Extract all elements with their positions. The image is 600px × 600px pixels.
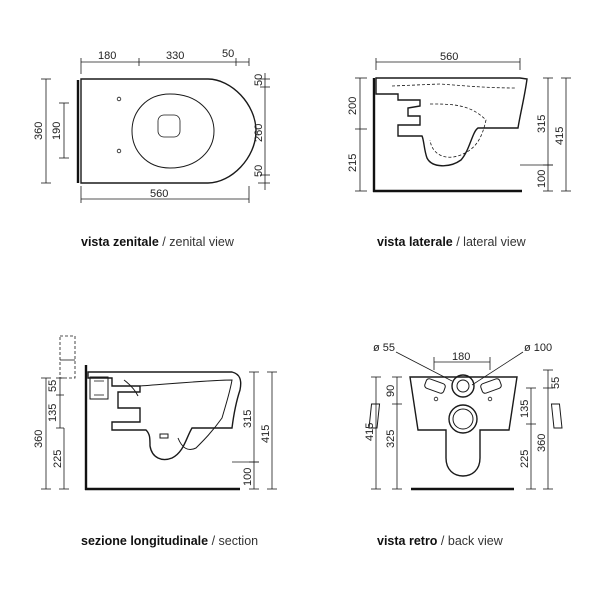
- bowl-outline: [80, 78, 257, 184]
- flush-slot: [157, 114, 181, 138]
- dim-180: 180: [452, 351, 470, 363]
- dim-90: 90: [385, 385, 397, 397]
- dim-135: 135: [47, 404, 59, 422]
- water-seal: [159, 433, 169, 439]
- fixing-slot-right: [480, 378, 502, 394]
- dim-135: 135: [519, 400, 531, 418]
- bowl-interior: [139, 379, 233, 451]
- dim-d55: ø 55: [373, 342, 395, 354]
- dim-225: 225: [52, 450, 64, 468]
- lateral-view: 560 200 215 315 415 100 vista laterale /…: [347, 51, 571, 249]
- caption-top: vista zenitale / zenital view: [81, 235, 235, 249]
- trap-hidden-line: [391, 83, 517, 158]
- dim-260: 260: [253, 124, 265, 142]
- side-flank-right: [550, 403, 563, 429]
- dim-225: 225: [519, 450, 531, 468]
- dim-50-lower: 50: [253, 165, 265, 177]
- bowl-silhouette: [375, 77, 528, 167]
- dim-560: 560: [440, 51, 458, 63]
- inlet-fitting: [89, 376, 109, 400]
- section-view: 55 135 360 225 315 415 100 sezione longi…: [33, 335, 277, 548]
- outlet-ring-inner: [452, 408, 474, 430]
- dim-360: 360: [536, 434, 548, 452]
- dim-415: 415: [554, 127, 566, 145]
- dim-215: 215: [347, 154, 359, 172]
- caption-lateral: vista laterale / lateral view: [377, 235, 527, 249]
- dim-190: 190: [51, 122, 63, 140]
- dim-315: 315: [536, 115, 548, 133]
- inlet-ring-outer: [451, 374, 475, 398]
- caption-section: sezione longitudinale / section: [81, 534, 258, 548]
- dim-560: 560: [150, 188, 168, 200]
- dim-330: 330: [166, 50, 184, 62]
- back-view: ø 55 ø 100 180 90 415 325 55 135 225: [364, 342, 563, 548]
- back-plate: [409, 376, 518, 477]
- dim-100: 100: [242, 468, 254, 486]
- dim-d100: ø 100: [524, 342, 552, 354]
- dim-100: 100: [536, 170, 548, 188]
- dim-55: 55: [47, 380, 59, 392]
- fixing-slot-left: [424, 378, 446, 394]
- dim-325: 325: [385, 430, 397, 448]
- dim-360: 360: [33, 122, 45, 140]
- dim-315: 315: [242, 410, 254, 428]
- inlet-pipe: [59, 335, 76, 379]
- top-view: 180 330 50 560 360 190 50 260 50 vista z…: [33, 48, 270, 249]
- dim-50: 50: [222, 48, 234, 60]
- fixing-hole: [116, 148, 122, 154]
- outlet-ring-outer: [448, 404, 478, 434]
- inlet-ring-inner: [456, 379, 470, 393]
- dim-415: 415: [260, 425, 272, 443]
- dim-180: 180: [98, 50, 116, 62]
- dim-50-upper: 50: [253, 74, 265, 86]
- seat-opening: [131, 93, 215, 169]
- side-flank-left: [368, 403, 381, 429]
- bowl-section: [87, 371, 242, 461]
- fixing-hole: [116, 96, 122, 102]
- dim-200: 200: [347, 97, 359, 115]
- dim-360: 360: [33, 430, 45, 448]
- rim-curve: [123, 379, 139, 397]
- dim-55: 55: [550, 377, 562, 389]
- caption-back: vista retro / back view: [377, 534, 504, 548]
- dim-415: 415: [364, 423, 376, 441]
